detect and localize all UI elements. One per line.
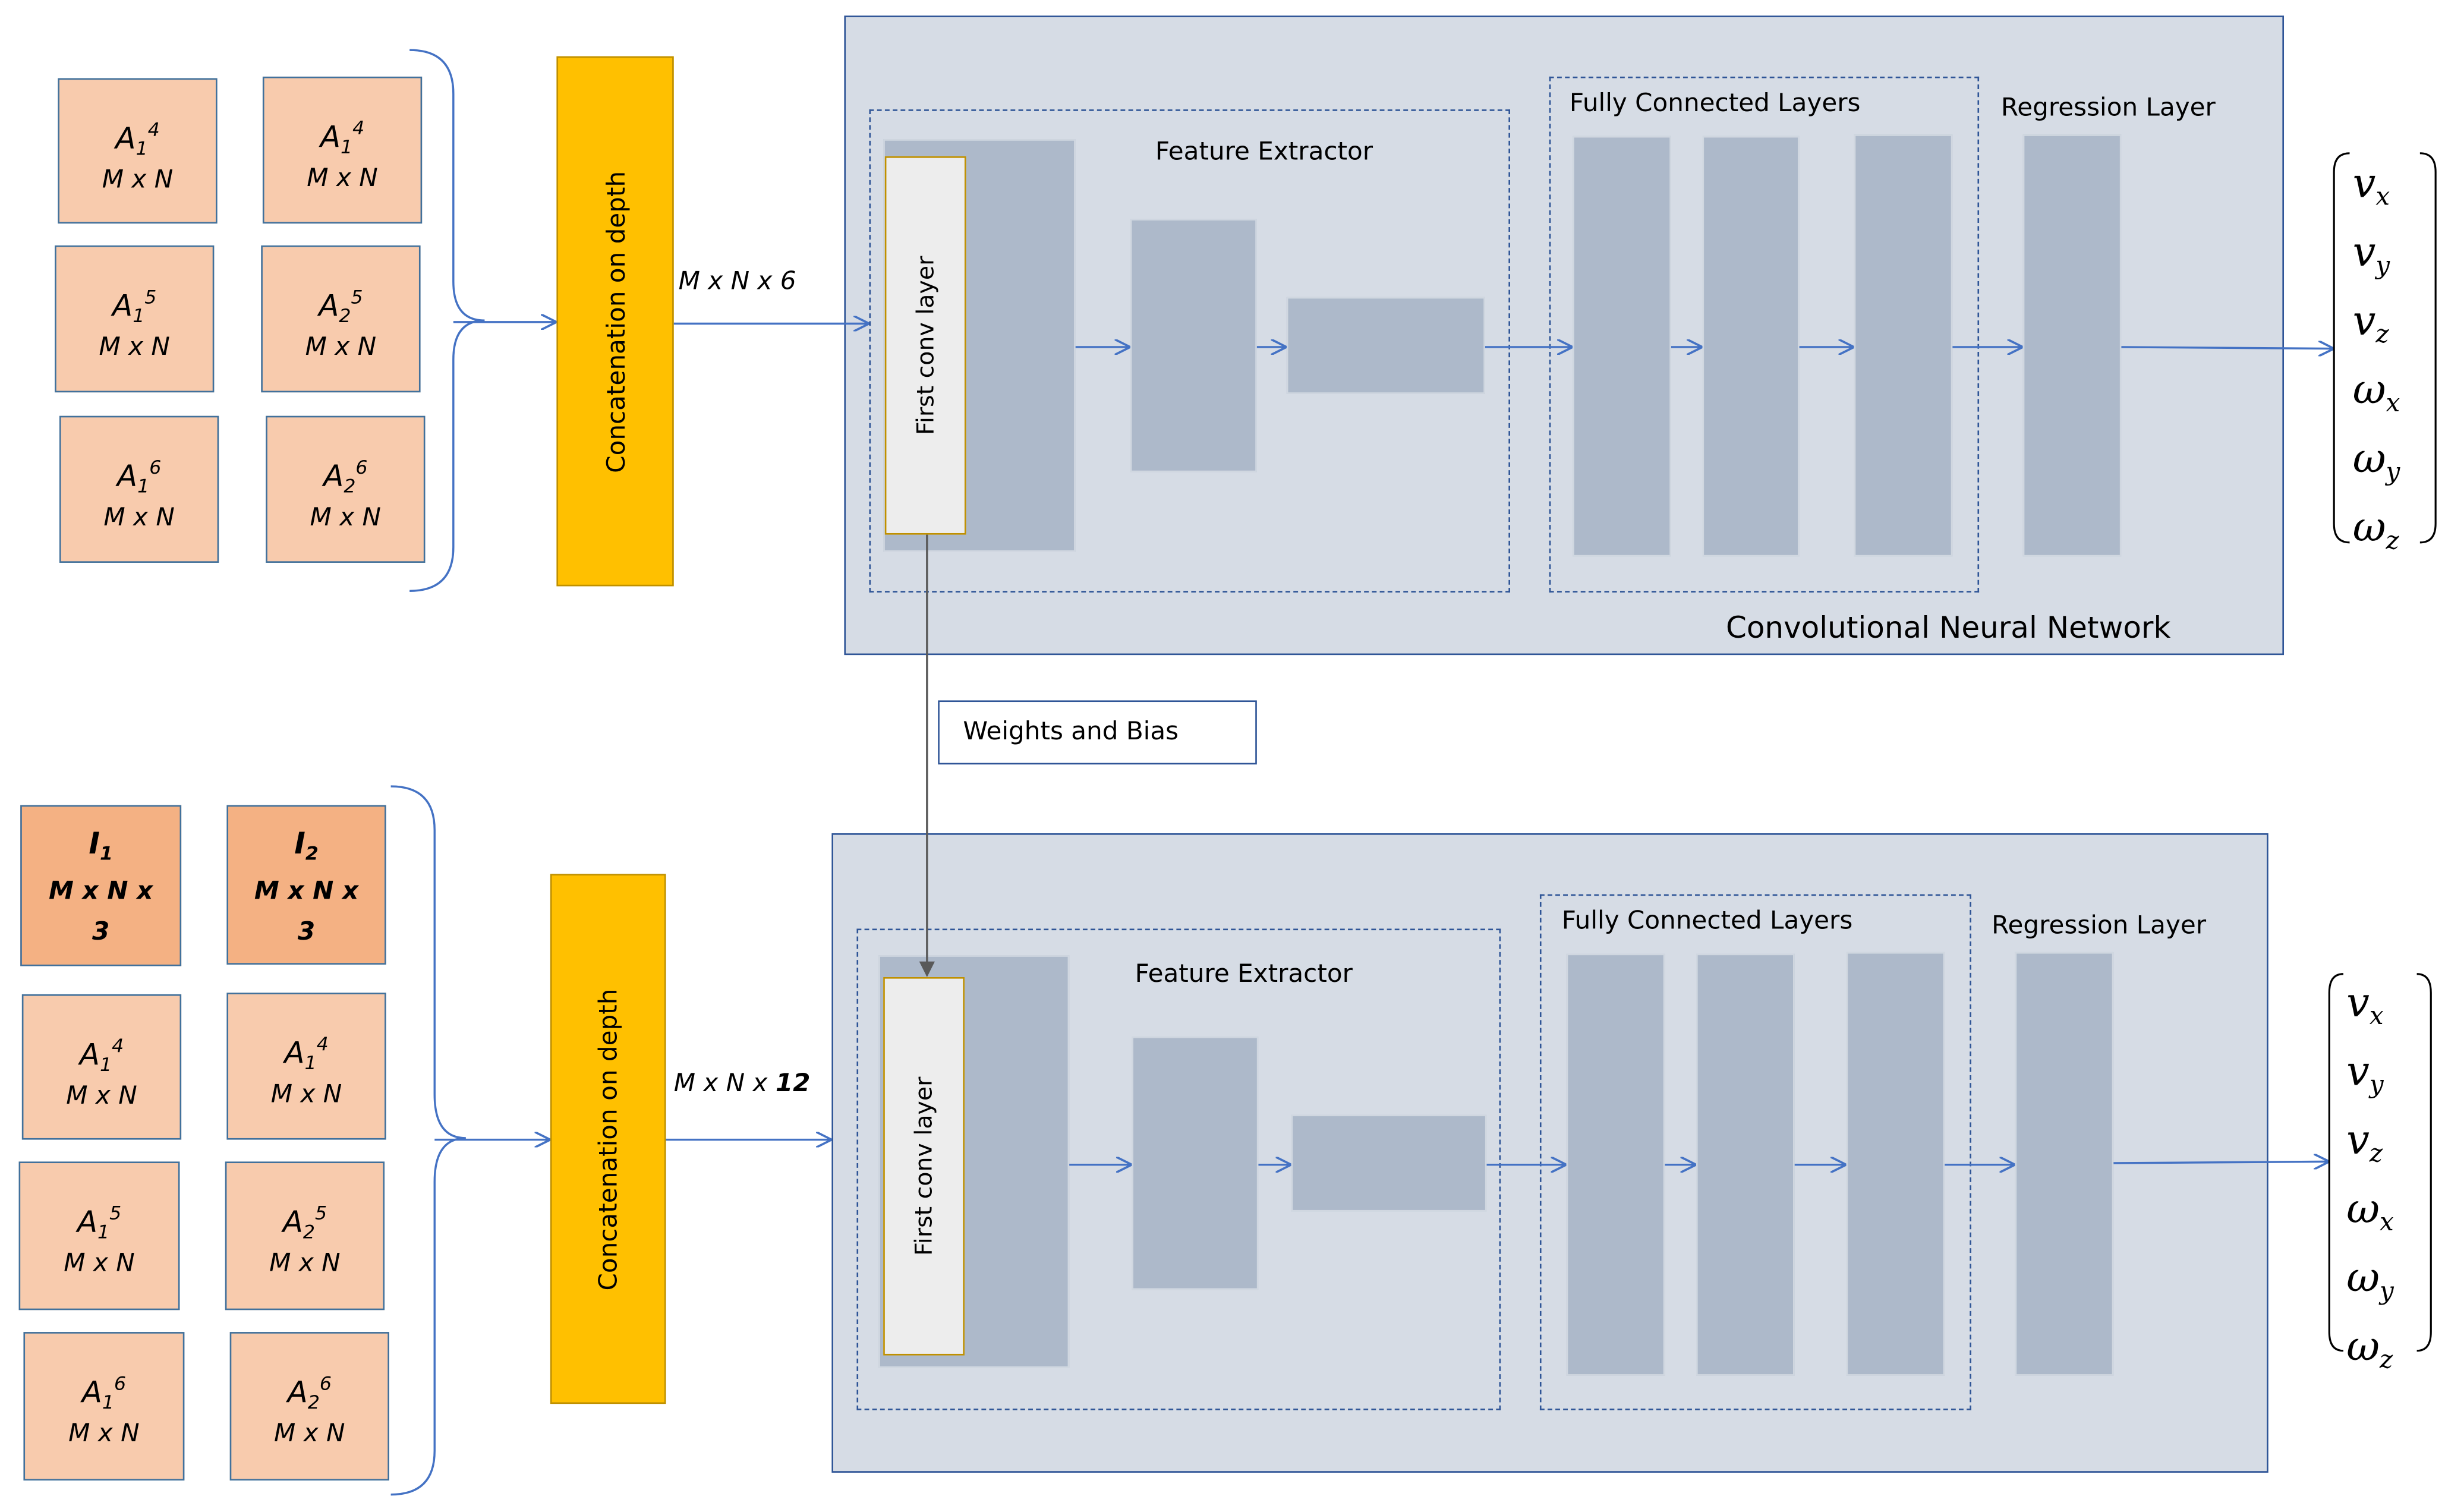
paren-left-bottom <box>2328 973 2344 1352</box>
regression-layer <box>2022 134 2122 557</box>
dimension-label-bottom: M x N x 12 <box>673 1067 811 1098</box>
weights-and-bias-label: Weights and Bias <box>938 700 1257 765</box>
input-tile: A14 M x N <box>21 994 182 1140</box>
cnn-label: Convolutional Neural Network <box>1725 611 2171 646</box>
input-tile: A15 M x N <box>55 245 215 393</box>
fully-connected-label: Fully Connected Layers <box>1561 905 1853 935</box>
fully-connected-box-top <box>1549 76 1980 593</box>
output-component: ωy <box>2346 1255 2394 1306</box>
input-tile: A25 M x N <box>225 1161 385 1311</box>
conv-layer <box>1132 1036 1259 1290</box>
brace-top <box>409 49 485 593</box>
input-tile: A16 M x N <box>59 415 219 563</box>
input-tile: A26 M x N <box>229 1332 389 1480</box>
input-tile: A15 M x N <box>18 1161 180 1311</box>
feature-extractor-box-bottom <box>856 928 1501 1410</box>
output-vector-top: vx vy vz ωx ωy ωz <box>2353 156 2400 569</box>
first-conv-layer-top: First conv layer <box>884 156 966 535</box>
output-component: vz <box>2346 1117 2383 1168</box>
regression-label: Regression Layer <box>1992 909 2207 940</box>
dimension-label-top: M x N x 6 <box>678 266 796 296</box>
fc-layer <box>1566 953 1665 1376</box>
fc-layer <box>1573 136 1671 557</box>
arrow <box>2121 347 2332 349</box>
output-component: vx <box>2346 980 2384 1031</box>
output-component: ωx <box>2352 367 2400 418</box>
brace-bottom <box>390 785 466 1496</box>
feature-extractor-label: Feature Extractor <box>1135 958 1353 988</box>
output-vector-bottom: vx vy vz ωx ωy ωz <box>2346 975 2394 1388</box>
output-component: ωz <box>2352 505 2399 555</box>
output-component: vx <box>2352 160 2390 212</box>
output-component: ωz <box>2346 1324 2393 1375</box>
input-tile: A16 M x N <box>23 1332 185 1480</box>
input-tile: A25 M x N <box>261 245 421 393</box>
regression-layer <box>2015 952 2114 1376</box>
arrow <box>2113 1161 2327 1163</box>
conv-layer <box>1130 219 1257 472</box>
fully-connected-label: Fully Connected Layers <box>1569 87 1861 118</box>
output-component: ωy <box>2352 436 2400 487</box>
output-component: vy <box>2346 1048 2384 1100</box>
feature-extractor-label: Feature Extractor <box>1155 136 1373 166</box>
fc-layer <box>1696 953 1795 1376</box>
concat-block-top: Concatenation on depth <box>556 56 674 587</box>
output-component: vy <box>2352 229 2390 280</box>
fc-layer <box>1854 134 1953 557</box>
paren-right-top <box>2419 152 2437 544</box>
fc-layer <box>1702 136 1800 557</box>
input-tile: A26 M x N <box>266 415 426 563</box>
paren-left-top <box>2333 152 2350 544</box>
conv-layer <box>1286 297 1485 394</box>
image-tile: I1 M x N x 3 <box>20 805 182 966</box>
input-tile: A14 M x N <box>58 78 218 224</box>
concat-block-bottom: Concatenation on depth <box>550 874 666 1404</box>
output-component: vz <box>2352 298 2389 349</box>
input-tile: A14 M x N <box>262 76 423 224</box>
image-tile: I2 M x N x 3 <box>226 805 386 965</box>
conv-layer <box>1291 1114 1487 1212</box>
output-component: ωx <box>2346 1186 2394 1237</box>
paren-right-bottom <box>2416 973 2432 1352</box>
first-conv-layer-bottom: First conv layer <box>883 977 965 1356</box>
fully-connected-box-bottom <box>1539 894 1971 1410</box>
regression-label: Regression Layer <box>2000 92 2216 122</box>
fc-layer <box>1846 952 1945 1376</box>
feature-extractor-box-top <box>869 109 1510 593</box>
input-tile: A14 M x N <box>226 993 386 1140</box>
